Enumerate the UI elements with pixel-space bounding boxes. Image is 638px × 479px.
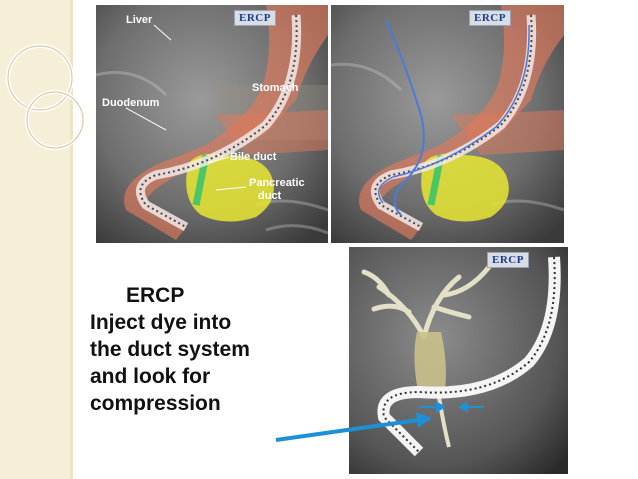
caption-line: the duct system [90, 338, 250, 361]
pancreatic-duct-label-2: duct [258, 190, 282, 202]
ercp-guidewire-image: ERCP [331, 5, 564, 243]
caption-line: and look for [90, 365, 211, 388]
bile-duct-label: Bile duct [230, 151, 277, 163]
ercp-tag: ERCP [487, 252, 529, 268]
ercp-tag: ERCP [234, 10, 276, 26]
ercp-anatomy-image: Liver Stomach Duodenum Bile duct Pancrea… [96, 5, 328, 243]
stomach-label: Stomach [252, 82, 299, 94]
cholangiogram-image: ERCP [349, 247, 568, 474]
caption-title: ERCP [126, 284, 185, 307]
caption-line: Inject dye into [90, 311, 232, 334]
duodenum-label: Duodenum [102, 97, 160, 109]
decorative-rings [6, 44, 85, 150]
decorative-page-edge [70, 0, 73, 479]
caption-block: ERCP Inject dye into the duct system and… [90, 282, 330, 417]
pancreatic-duct-label: Pancreatic [249, 177, 305, 189]
liver-label: Liver [126, 14, 153, 26]
ercp-tag: ERCP [469, 10, 511, 26]
caption-line: compression [90, 392, 221, 415]
